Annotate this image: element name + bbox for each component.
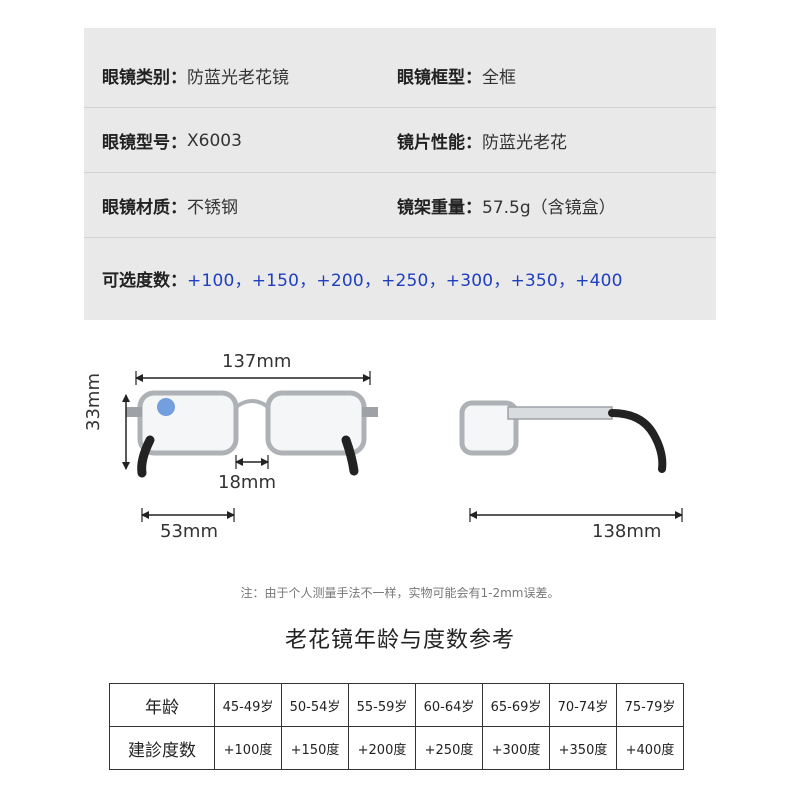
age-cell: 45-49岁 bbox=[214, 683, 282, 727]
spec-value: 防蓝光老花 bbox=[482, 133, 567, 153]
power-cell: +250度 bbox=[415, 726, 483, 770]
spec-lens-performance: 镜片性能： 防蓝光老花 bbox=[397, 108, 567, 173]
spec-value: 57.5g（含镜盒） bbox=[482, 198, 616, 218]
lens-sticker bbox=[157, 398, 175, 416]
power-cell: +150度 bbox=[281, 726, 349, 770]
total-width-label: 137mm bbox=[222, 351, 292, 372]
spec-power-options: 可选度数： +100，+150，+200，+250，+300，+350，+400 bbox=[102, 246, 623, 311]
age-cell: 75-79岁 bbox=[616, 683, 684, 727]
spec-label: 镜片性能： bbox=[397, 133, 482, 153]
spec-value: 防蓝光老花镜 bbox=[187, 68, 289, 88]
spec-row-model: 眼镜型号： X6003 镜片性能： 防蓝光老花 bbox=[84, 108, 716, 173]
spec-label: 眼镜类别： bbox=[102, 68, 187, 88]
power-cell: +100度 bbox=[214, 726, 282, 770]
left-temple-tip bbox=[137, 435, 155, 478]
age-power-table: 年龄 45-49岁 50-54岁 55-59岁 60-64岁 65-69岁 70… bbox=[109, 683, 684, 770]
right-lens bbox=[265, 390, 367, 456]
power-cell: +300度 bbox=[482, 726, 550, 770]
age-cell: 55-59岁 bbox=[348, 683, 416, 727]
height-label: 33mm bbox=[83, 373, 104, 431]
power-header: 建診度数 bbox=[109, 726, 215, 770]
spec-label: 眼镜框型： bbox=[397, 68, 482, 88]
spec-category: 眼镜类别： 防蓝光老花镜 bbox=[102, 43, 289, 108]
age-cell: 50-54岁 bbox=[281, 683, 349, 727]
left-hinge bbox=[126, 407, 142, 417]
spec-value: 不锈钢 bbox=[187, 198, 238, 218]
row-divider bbox=[84, 237, 716, 238]
measurement-note: 注：由于个人测量手法不一样，实物可能会有1-2mm误差。 bbox=[240, 586, 560, 600]
side-lens bbox=[459, 400, 519, 456]
power-cell: +200度 bbox=[348, 726, 416, 770]
power-cell: +350度 bbox=[549, 726, 617, 770]
age-header: 年龄 bbox=[109, 683, 215, 727]
row-divider bbox=[84, 107, 716, 108]
age-cell: 65-69岁 bbox=[482, 683, 550, 727]
spec-label: 眼镜型号： bbox=[102, 133, 187, 153]
spec-material: 眼镜材质： 不锈钢 bbox=[102, 173, 238, 238]
spec-row-options: 可选度数： +100，+150，+200，+250，+300，+350，+400 bbox=[84, 246, 716, 311]
glasses-dimension-illustration bbox=[122, 371, 683, 522]
spec-value: 全框 bbox=[482, 68, 516, 88]
power-options-value: +100，+150，+200，+250，+300，+350，+400 bbox=[187, 271, 623, 291]
right-temple-tip bbox=[341, 435, 359, 476]
bridge-label: 18mm bbox=[218, 472, 276, 493]
age-cell: 60-64岁 bbox=[415, 683, 483, 727]
lens-width-label: 53mm bbox=[160, 521, 218, 542]
front-view-glasses bbox=[126, 390, 378, 478]
table-row-age: 年龄 45-49岁 50-54岁 55-59岁 60-64岁 65-69岁 70… bbox=[109, 683, 684, 727]
side-temple-tip bbox=[608, 409, 667, 473]
side-view-glasses bbox=[459, 400, 667, 473]
spec-label: 镜架重量： bbox=[397, 198, 482, 218]
left-lens bbox=[137, 390, 239, 456]
spec-model: 眼镜型号： X6003 bbox=[102, 108, 242, 173]
spec-row-material: 眼镜材质： 不锈钢 镜架重量： 57.5g（含镜盒） bbox=[84, 173, 716, 238]
spec-row-category: 眼镜类别： 防蓝光老花镜 眼镜框型： 全框 bbox=[84, 43, 716, 108]
spec-label: 眼镜材质： bbox=[102, 198, 187, 218]
side-temple-arm bbox=[507, 406, 613, 420]
right-hinge bbox=[362, 407, 378, 417]
row-divider bbox=[84, 172, 716, 173]
power-cell: +400度 bbox=[616, 726, 684, 770]
reference-title: 老花镜年龄与度数参考 bbox=[284, 628, 515, 653]
spec-label: 可选度数： bbox=[102, 271, 187, 291]
age-cell: 70-74岁 bbox=[549, 683, 617, 727]
bridge bbox=[234, 399, 270, 409]
temple-length-label: 138mm bbox=[592, 521, 662, 542]
table-row-power: 建診度数 +100度 +150度 +200度 +250度 +300度 +350度… bbox=[109, 726, 684, 770]
spec-value: X6003 bbox=[187, 130, 242, 151]
spec-weight: 镜架重量： 57.5g（含镜盒） bbox=[397, 173, 616, 238]
spec-frame-type: 眼镜框型： 全框 bbox=[397, 43, 516, 108]
spec-panel: 眼镜类别： 防蓝光老花镜 眼镜框型： 全框 眼镜型号： X6003 镜片性能： … bbox=[84, 28, 716, 320]
